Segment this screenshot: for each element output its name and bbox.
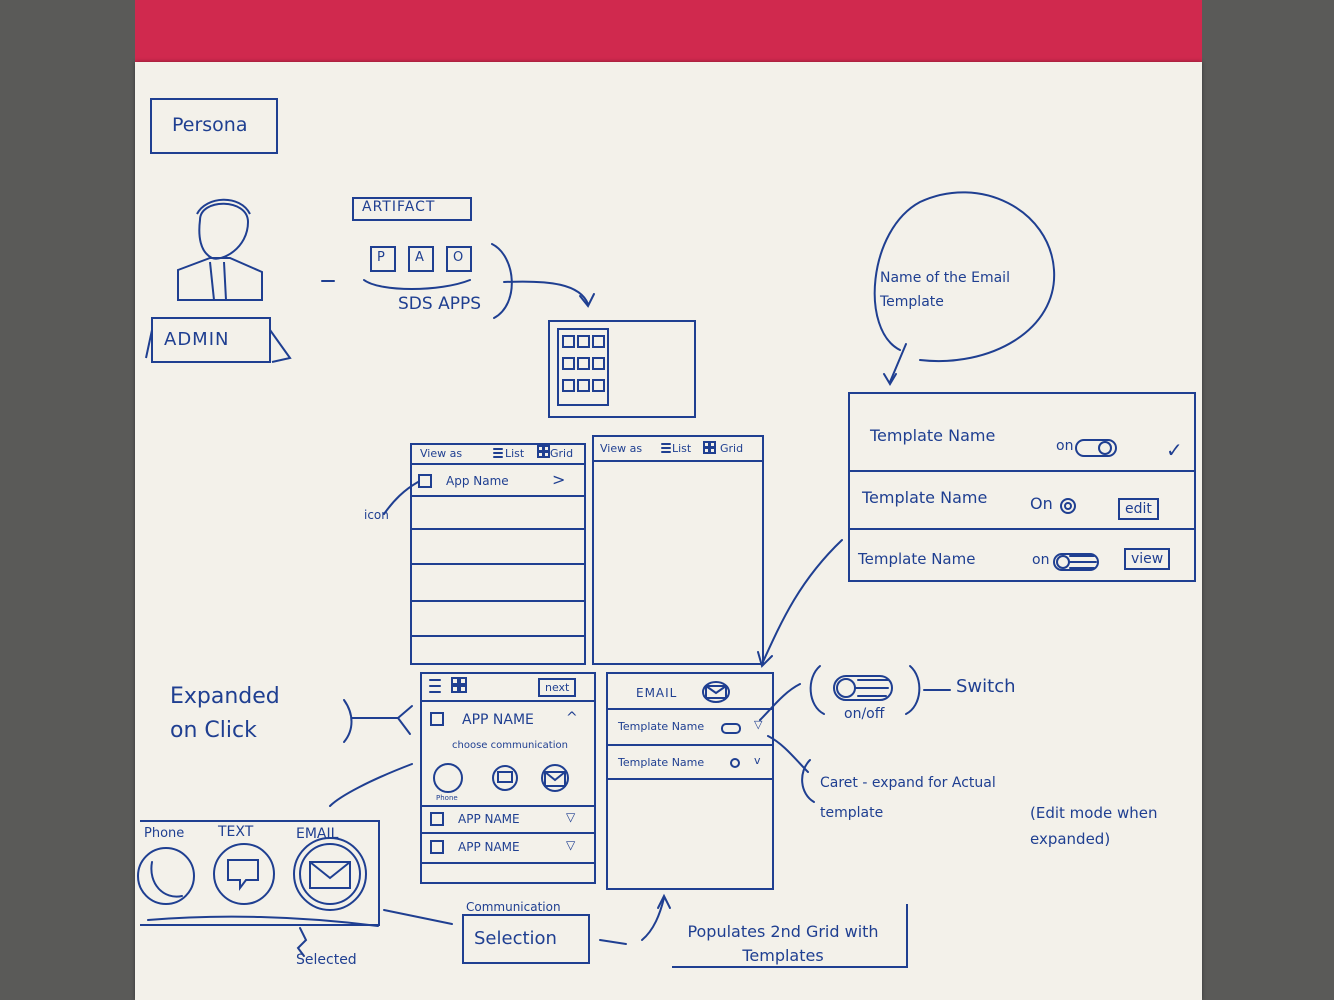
- switch-state-label: on/off: [844, 706, 885, 722]
- next-button[interactable]: next: [538, 678, 577, 697]
- edit-mode-annotation: (Edit mode when expanded): [1030, 804, 1158, 848]
- expanded-divider: [420, 862, 596, 864]
- list-row-divider: [410, 635, 586, 637]
- template-row-state: On: [1030, 494, 1053, 513]
- list-row-divider: [410, 495, 586, 497]
- caret-annotation: Caret - expand for Actual template: [820, 775, 996, 821]
- phone-caption: Phone: [436, 794, 458, 802]
- app-icon: [430, 712, 444, 726]
- list-row-divider: [410, 563, 586, 565]
- list-view-header: View as: [420, 447, 463, 460]
- list-view-list-label[interactable]: List: [505, 447, 525, 460]
- email-header-divider: [606, 708, 774, 710]
- list-view-header-divider: [410, 463, 586, 465]
- sds-app-tile-p[interactable]: [370, 246, 396, 272]
- email-template-row-name[interactable]: Template Name: [618, 756, 705, 769]
- template-row-name[interactable]: Template Name: [858, 550, 976, 568]
- grid-thumbnail-screen: [548, 320, 696, 418]
- switch-label: Switch: [956, 676, 1016, 697]
- grid-view-grid-label[interactable]: Grid: [720, 442, 744, 455]
- choose-communication-label: choose communication: [452, 740, 568, 751]
- email-template-name-note: Name of the Email Template: [880, 270, 1010, 310]
- expanded-app-name[interactable]: APP NAME: [462, 712, 534, 728]
- sds-app-label-a: A: [415, 250, 424, 265]
- artifact-label: ARTIFACT: [362, 199, 436, 215]
- persona-label: Persona: [172, 114, 248, 136]
- template-row-name[interactable]: Template Name: [862, 488, 988, 507]
- grid-view-panel: [592, 435, 764, 665]
- icon-annotation: icon: [364, 508, 389, 522]
- expanded-divider: [420, 805, 596, 807]
- sds-app-label-o: O: [453, 250, 464, 265]
- grid-view-list-label[interactable]: List: [672, 442, 692, 455]
- persona-label-box: [150, 98, 278, 154]
- email-option-label: EMAIL: [296, 826, 339, 842]
- selected-annotation: Selected: [296, 952, 357, 968]
- populates-note: Populates 2nd Grid with Templates: [687, 922, 879, 965]
- template-row-divider: [848, 470, 1196, 472]
- grid-thumbnail-inner: [557, 328, 609, 406]
- template-detail-panel: [848, 392, 1196, 582]
- caret-down-icon[interactable]: v: [754, 754, 761, 767]
- populates-note-box: [672, 904, 908, 968]
- edit-button[interactable]: edit: [1118, 498, 1159, 520]
- list-view-panel: [410, 443, 586, 665]
- grid-view-header-divider: [592, 460, 764, 462]
- selection-label: Selection: [474, 928, 557, 949]
- caret-down-icon[interactable]: ✓: [1166, 438, 1183, 462]
- caret-down-icon[interactable]: ▽: [566, 810, 576, 824]
- caret-down-icon[interactable]: ▽: [566, 838, 576, 852]
- expanded-panel: [420, 672, 596, 884]
- sds-app-label-p: P: [377, 250, 385, 265]
- caret-down-icon[interactable]: ▽: [754, 718, 763, 731]
- communication-label: Communication: [466, 900, 561, 914]
- expanded-row-app-name[interactable]: APP NAME: [458, 840, 520, 854]
- sds-app-tile-o[interactable]: [446, 246, 472, 272]
- list-row-divider: [410, 528, 586, 530]
- email-row-divider: [606, 778, 774, 780]
- view-button[interactable]: view: [1124, 548, 1171, 570]
- list-view-grid-label[interactable]: Grid: [550, 447, 574, 460]
- phone-option-label: Phone: [144, 826, 185, 841]
- template-row-name[interactable]: Template Name: [870, 426, 996, 445]
- expanded-header-divider: [420, 700, 596, 702]
- template-row-divider: [848, 528, 1196, 530]
- email-template-row-name[interactable]: Template Name: [618, 720, 705, 733]
- email-panel-header: EMAIL: [636, 686, 678, 700]
- app-icon: [430, 812, 444, 826]
- admin-role-label: ADMIN: [164, 329, 230, 350]
- list-row-divider: [410, 600, 586, 602]
- app-icon: [430, 840, 444, 854]
- email-row-divider: [606, 744, 774, 746]
- sds-app-tile-a[interactable]: [408, 246, 434, 272]
- list-view-first-row[interactable]: App Name: [446, 474, 509, 488]
- caret-up-icon[interactable]: ^: [566, 710, 578, 726]
- expanded-divider: [420, 832, 596, 834]
- grid-view-header: View as: [600, 442, 643, 455]
- artifact-label-box: [352, 197, 472, 221]
- expanded-on-click-note: Expanded on Click: [170, 684, 280, 743]
- chevron-right-icon[interactable]: >: [552, 470, 566, 489]
- red-background-strip: [135, 0, 1202, 68]
- text-option-label: TEXT: [218, 824, 254, 840]
- app-icon: [418, 474, 432, 488]
- template-row-state: on: [1032, 552, 1050, 568]
- template-row-state: on: [1056, 438, 1074, 454]
- sds-apps-caption: SDS APPS: [398, 294, 481, 314]
- email-template-panel: [606, 672, 774, 890]
- expanded-row-app-name[interactable]: APP NAME: [458, 812, 520, 826]
- communication-selection-box: [462, 914, 590, 964]
